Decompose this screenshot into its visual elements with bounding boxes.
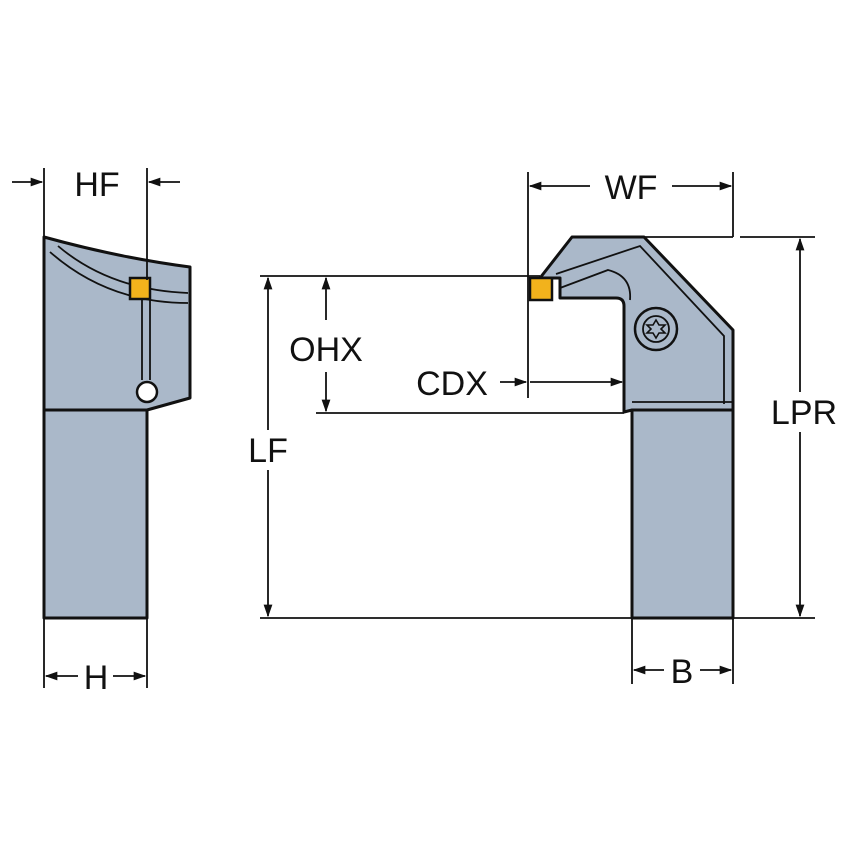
front-view: WF OHX CDX LF LPR B — [248, 169, 837, 691]
side-view-groove-line-2 — [49, 251, 189, 304]
side-view-groove-line — [57, 245, 189, 294]
front-view-contour-2 — [559, 269, 631, 301]
lpr-label: LPR — [771, 394, 837, 432]
wf-label: WF — [605, 169, 658, 207]
b-label: B — [671, 653, 694, 691]
side-view-relief-hole — [135, 380, 159, 404]
hf-label: HF — [74, 166, 119, 204]
side-view-slot — [141, 300, 151, 380]
cdx-label: CDX — [416, 365, 488, 403]
h-label: H — [84, 659, 109, 697]
side-view-head — [42, 235, 192, 412]
torx-screw-icon — [633, 306, 679, 352]
front-view-insert — [528, 276, 554, 302]
front-view-contour — [555, 244, 725, 404]
side-view: HF H — [12, 166, 192, 697]
front-view-shank — [630, 408, 735, 620]
lf-label: LF — [248, 432, 288, 470]
side-view-insert — [128, 276, 152, 301]
ohx-label: OHX — [289, 331, 363, 369]
side-view-shank — [42, 408, 149, 620]
